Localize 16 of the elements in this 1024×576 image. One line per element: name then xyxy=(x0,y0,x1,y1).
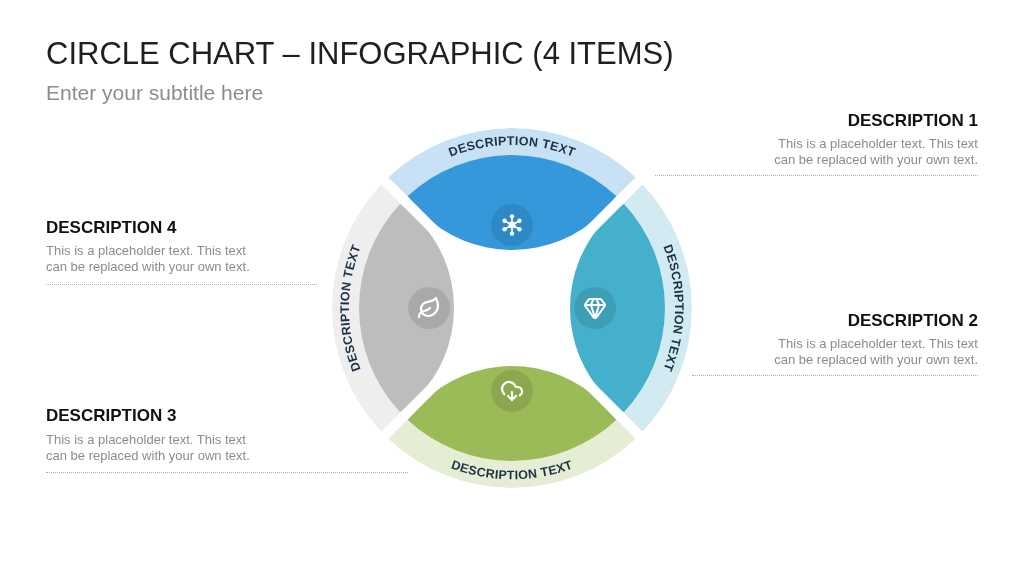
circle-segment xyxy=(388,363,636,488)
description-heading: DESCRIPTION 3 xyxy=(46,406,177,426)
circle-segment xyxy=(332,184,457,432)
description-heading: DESCRIPTION 4 xyxy=(46,218,177,238)
subtitle: Enter your subtitle here xyxy=(46,80,264,106)
title: CIRCLE CHART – INFOGRAPHIC (4 ITEMS) xyxy=(46,35,674,73)
segment-label: DESCRIPTION TEXT xyxy=(446,133,578,160)
description-text: This is a placeholder text. This text can be replaced with your own text. xyxy=(773,136,978,168)
description-text: This is a placeholder text. This text can be replaced with your own text. xyxy=(46,243,251,275)
description-heading: DESCRIPTION 2 xyxy=(847,311,978,331)
segment-label: DESCRIPTION TEXT xyxy=(449,457,575,483)
circle-segment xyxy=(567,184,692,432)
circle-segment xyxy=(388,128,636,253)
description-heading: DESCRIPTION 1 xyxy=(847,111,978,131)
description-text: This is a placeholder text. This text can be replaced with your own text. xyxy=(46,432,251,464)
description-text: This is a placeholder text. This text can be replaced with your own text. xyxy=(773,336,978,368)
